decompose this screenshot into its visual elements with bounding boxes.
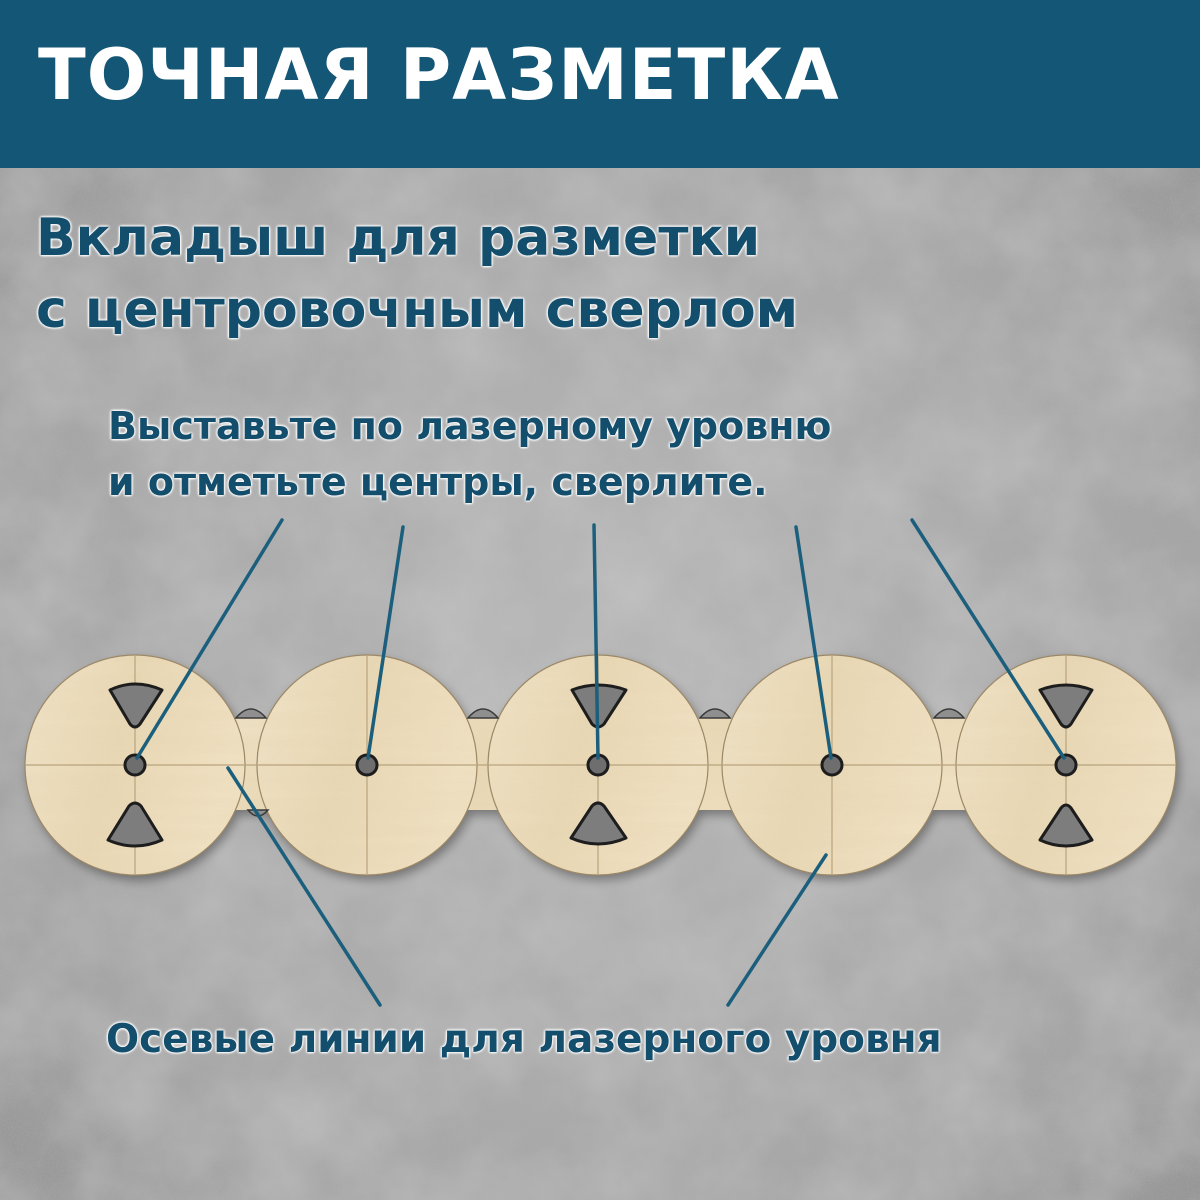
leader-line bbox=[910, 518, 1066, 760]
triangle-window bbox=[1038, 683, 1094, 729]
triangle-window bbox=[106, 801, 164, 848]
leader-line bbox=[726, 853, 828, 1007]
subtitle-line-2: с центровочным сверлом bbox=[36, 280, 799, 340]
instruction-text: Выставьте по лазерному уровню и отметьте… bbox=[108, 398, 1168, 510]
leader-line bbox=[794, 525, 833, 760]
banner-title: ТОЧНАЯ РАЗМЕТКА bbox=[38, 34, 840, 116]
center-hole bbox=[123, 753, 147, 777]
center-hole bbox=[1054, 753, 1078, 777]
center-holes bbox=[123, 753, 1078, 777]
subtitle: Вкладыш для разметки с центровочным свер… bbox=[36, 202, 1166, 346]
leader-lines-axes bbox=[226, 766, 828, 1007]
axis-lines-caption: Осевые линии для лазерного уровня bbox=[106, 1017, 942, 1062]
subtitle-line-1: Вкладыш для разметки bbox=[36, 208, 761, 268]
instruction-line-2: и отметьте центры, сверлите. bbox=[108, 460, 768, 504]
leader-line bbox=[135, 518, 284, 760]
triangle-window bbox=[570, 683, 628, 729]
leader-lines-centers bbox=[135, 518, 1066, 760]
triangle-window bbox=[108, 682, 164, 729]
leader-line bbox=[592, 523, 600, 760]
title-banner: ТОЧНАЯ РАЗМЕТКА bbox=[0, 0, 1200, 168]
leader-line bbox=[226, 766, 382, 1007]
triangle-windows bbox=[106, 682, 1094, 848]
instruction-line-1: Выставьте по лазерному уровню bbox=[108, 404, 832, 448]
triangle-window bbox=[1038, 803, 1094, 848]
edge-notches bbox=[234, 708, 966, 817]
triangle-window bbox=[569, 801, 628, 846]
leader-line bbox=[366, 525, 405, 760]
